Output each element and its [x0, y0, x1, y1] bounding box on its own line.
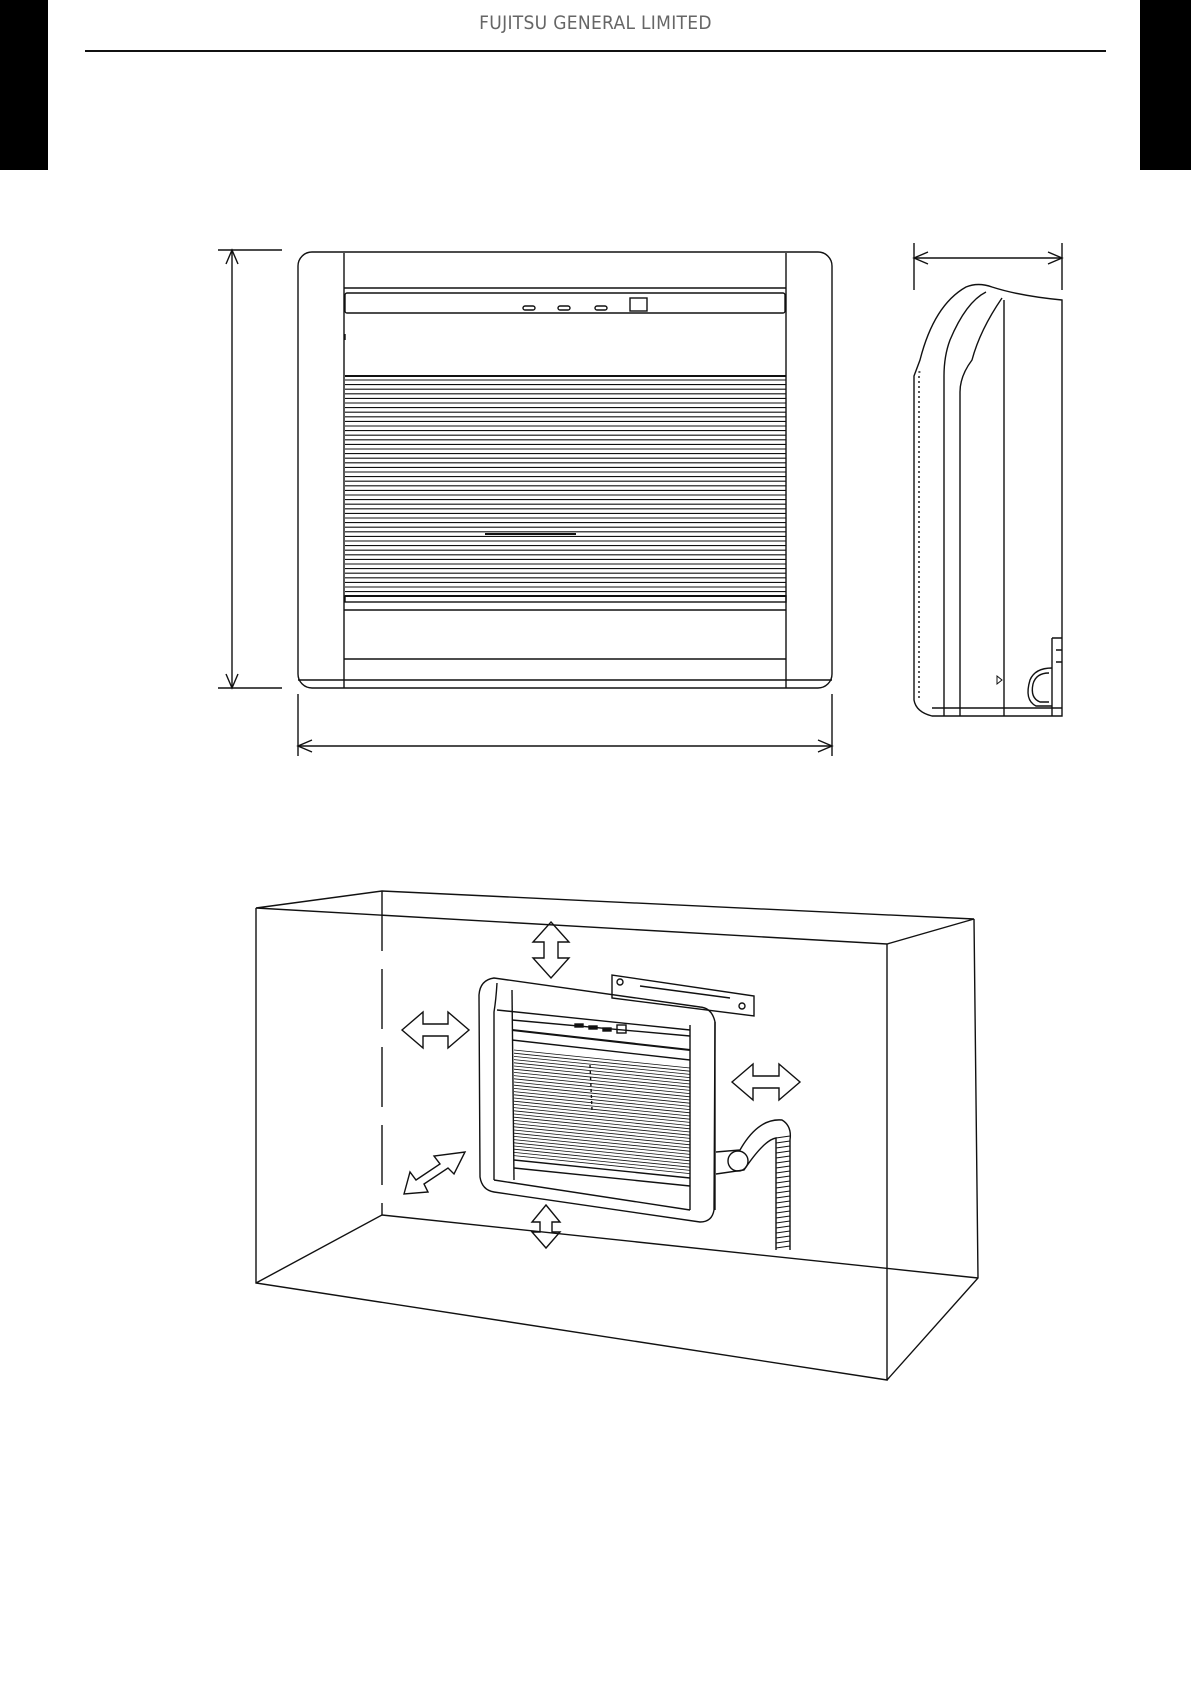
unit-grille: [514, 1050, 690, 1174]
clearance-arrow-top: [533, 922, 569, 978]
clearance-arrow-right: [732, 1064, 800, 1100]
clearance-arrow-bottom: [532, 1205, 560, 1248]
drain-hose: [776, 1136, 790, 1248]
room-box: [256, 891, 978, 1380]
installed-unit: [479, 975, 790, 1250]
clearance-arrow-front: [404, 1152, 465, 1194]
clearance-arrow-left: [402, 1012, 469, 1048]
